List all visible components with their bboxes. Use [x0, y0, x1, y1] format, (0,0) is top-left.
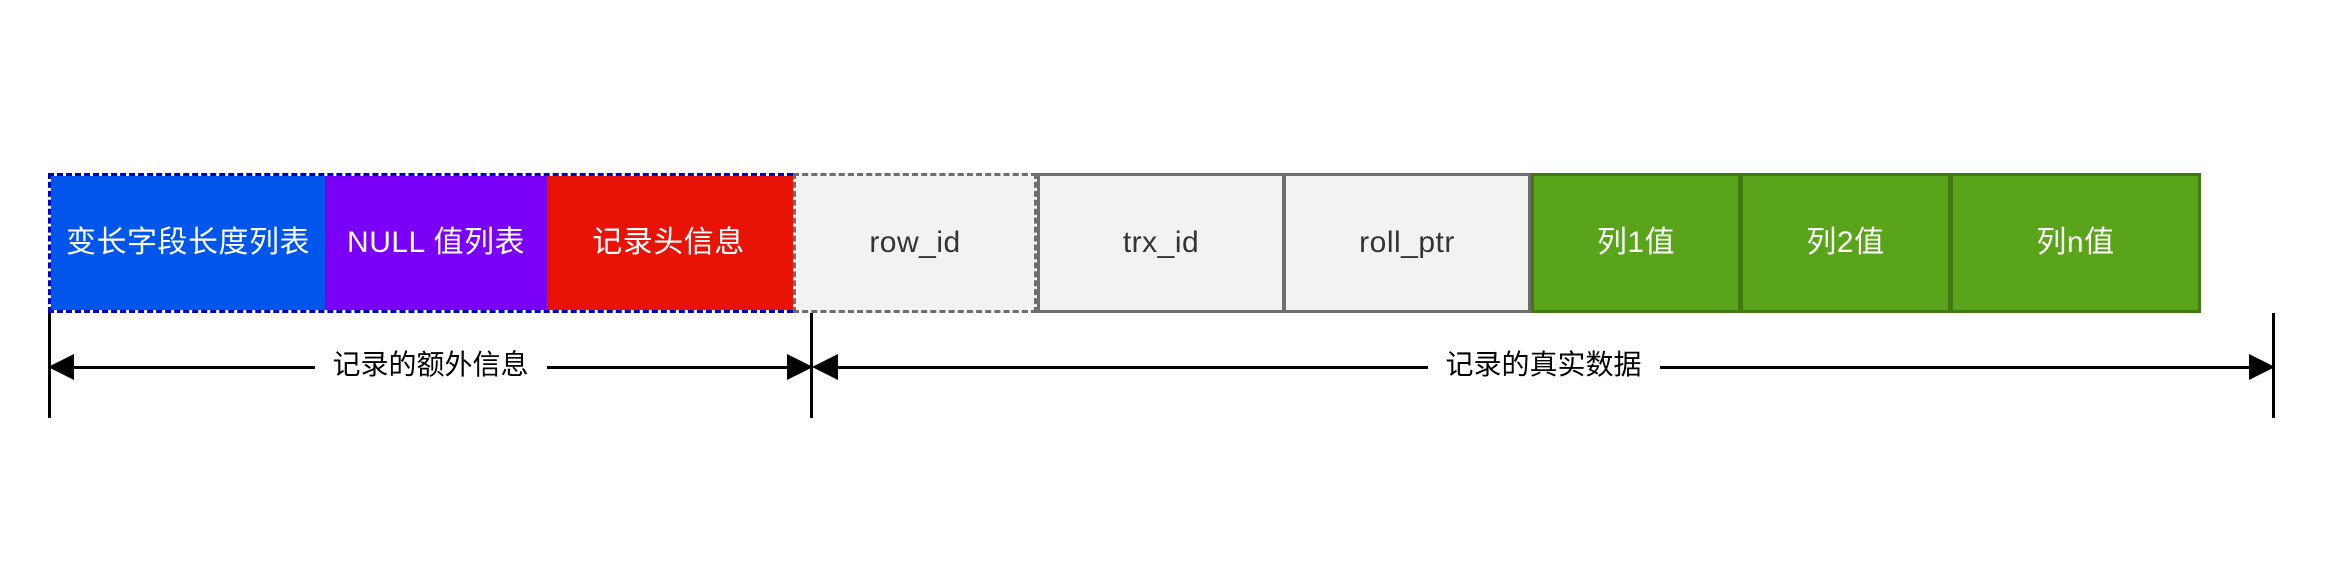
- measure-extra-info: 记录的额外信息: [48, 347, 814, 387]
- segment-varlen-field-length-list: 变长字段长度列表: [51, 176, 325, 310]
- segment-record-header: 记录头信息: [547, 176, 793, 310]
- segment-trx-id: trx_id: [1037, 173, 1284, 313]
- segment-roll-ptr: roll_ptr: [1284, 173, 1531, 313]
- arrow-left-icon: [48, 354, 74, 380]
- measure-line-right: [1659, 365, 2250, 369]
- record-segment-row: 变长字段长度列表 NULL 值列表 记录头信息 row_id trx_id ro…: [48, 173, 2201, 313]
- segment-column-2-value: 列2值: [1741, 173, 1951, 313]
- measure-line-right: [546, 365, 788, 369]
- measure-line-left: [74, 365, 315, 369]
- arrow-right-icon: [787, 354, 814, 380]
- arrow-right-icon: [2249, 354, 2276, 380]
- segment-column-1-value: 列1值: [1531, 173, 1741, 313]
- measure-label-real-data: 记录的真实数据: [1445, 349, 1642, 380]
- segment-column-n-value: 列n值: [1951, 173, 2201, 313]
- measure-real-data: 记录的真实数据: [812, 347, 2276, 387]
- extra-info-group: 变长字段长度列表 NULL 值列表 记录头信息: [48, 173, 793, 313]
- measure-line-left: [838, 365, 1428, 369]
- segment-null-value-list: NULL 值列表: [325, 176, 547, 310]
- arrow-left-icon: [812, 354, 838, 380]
- segment-row-id: row_id: [793, 173, 1037, 313]
- measure-label-extra-info: 记录的额外信息: [332, 349, 529, 380]
